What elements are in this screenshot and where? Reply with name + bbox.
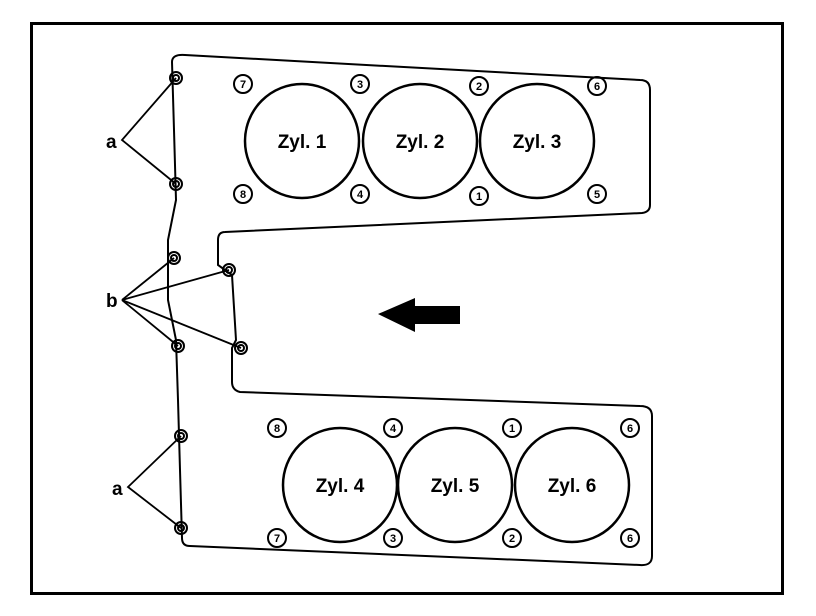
cylinder-label-2: Zyl. 2	[396, 132, 445, 153]
cylinder-label-6: Zyl. 6	[548, 476, 597, 497]
bolt-number-upper-3: 2	[476, 81, 482, 93]
callout-b: b	[106, 291, 118, 312]
callout-a-top: a	[106, 132, 117, 153]
bolt-number-upper-8: 5	[594, 189, 600, 201]
bolt-number-upper-2: 3	[357, 79, 363, 91]
bolt-number-lower-2: 4	[390, 423, 397, 435]
bolt-number-lower-7: 2	[509, 533, 515, 545]
cylinder-bore-3	[478, 82, 596, 200]
bolt-number-upper-5: 8	[240, 189, 246, 201]
cylinder-label-4: Zyl. 4	[316, 476, 365, 497]
dowel-holes	[167, 71, 248, 535]
cylinder-bore-6	[513, 426, 631, 544]
bolt-number-lower-8: 6	[627, 533, 633, 545]
cylinder-label-1: Zyl. 1	[278, 132, 327, 153]
callout-leaders	[120, 77, 242, 529]
cylinder-label-3: Zyl. 3	[513, 132, 562, 153]
callout-a-bottom: a	[112, 479, 123, 500]
arrow-left-icon	[378, 298, 460, 332]
bolt-number-upper-7: 1	[476, 191, 482, 203]
bolt-number-lower-3: 1	[509, 423, 515, 435]
bolt-number-lower-6: 3	[390, 533, 396, 545]
cylinder-bore-5	[396, 426, 514, 544]
bolt-number-lower-5: 7	[274, 533, 280, 545]
cylinder-label-5: Zyl. 5	[431, 476, 480, 497]
upper-bolt-markers	[233, 74, 607, 206]
bolt-number-upper-1: 7	[240, 79, 246, 91]
bolt-number-upper-6: 4	[357, 189, 364, 201]
bolt-number-lower-1: 8	[274, 423, 280, 435]
cylinder-bore-1	[243, 82, 361, 200]
cylinder-bore-2	[361, 82, 479, 200]
lower-bolt-markers	[267, 418, 640, 548]
bolt-number-upper-4: 6	[594, 81, 600, 93]
bolt-number-lower-4: 6	[627, 423, 633, 435]
